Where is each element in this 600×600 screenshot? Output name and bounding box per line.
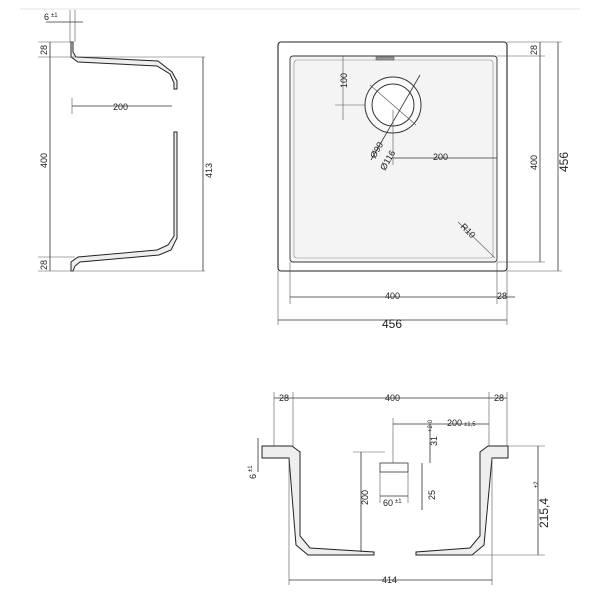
side-dim-6: 6 <box>44 12 49 22</box>
front-dim-6: 6 <box>248 474 258 479</box>
front-dim-28-left: 28 <box>279 393 289 403</box>
top-dim-456-bottom: 456 <box>382 317 402 331</box>
top-dim-400-bottom: 400 <box>385 291 400 301</box>
side-dim-400: 400 <box>39 153 49 168</box>
front-profile-left <box>261 445 375 556</box>
side-profile-lower <box>70 131 178 272</box>
front-dim-200-pos: 200 <box>447 418 462 428</box>
front-dim-215-tol: ±2 <box>534 481 540 488</box>
front-dim-400: 400 <box>385 393 400 403</box>
top-inner-basin <box>289 55 498 263</box>
side-dim-413: 413 <box>204 163 214 178</box>
front-dim-25: 25 <box>427 490 437 500</box>
side-dim-28-top: 28 <box>39 45 49 55</box>
overflow-slot <box>375 56 395 61</box>
front-view: 28 400 28 200 ±1,5 31 +2-0 60 ±1 25 200 … <box>248 392 551 585</box>
top-dim-28-right: 28 <box>529 45 539 55</box>
side-view: 6 ±1 28 400 28 413 200 <box>38 10 214 272</box>
front-dim-28-right: 28 <box>494 393 504 403</box>
side-dim-28-bottom: 28 <box>39 260 49 270</box>
front-dim-200-tol: ±1,5 <box>464 422 476 428</box>
drain-stub <box>379 462 409 473</box>
top-dim-28-bottom: 28 <box>497 291 507 301</box>
side-profile-wall <box>70 41 178 90</box>
top-dim-456-right: 456 <box>557 152 571 172</box>
front-dim-31: 31 <box>429 436 439 446</box>
front-dim-414: 414 <box>382 575 397 585</box>
front-dim-215: 215,4 <box>537 498 551 528</box>
front-dim-60-tol: ±1 <box>395 499 402 505</box>
front-dim-200-depth: 200 <box>360 490 370 505</box>
side-dim-200: 200 <box>113 102 128 112</box>
side-dim-6-tol: ±1 <box>51 13 58 19</box>
top-dim-200: 200 <box>433 152 448 162</box>
front-dim-31-tol: +2-0 <box>428 419 434 432</box>
front-dim-6-tol: ±1 <box>248 465 254 472</box>
front-profile-right <box>415 445 509 556</box>
front-dim-60: 60 <box>383 498 393 508</box>
top-view: 100 Ø90 Ø116 200 R10 28 400 456 400 28 4… <box>277 41 571 331</box>
top-dim-400-right: 400 <box>529 155 539 170</box>
top-dim-100: 100 <box>339 73 349 88</box>
